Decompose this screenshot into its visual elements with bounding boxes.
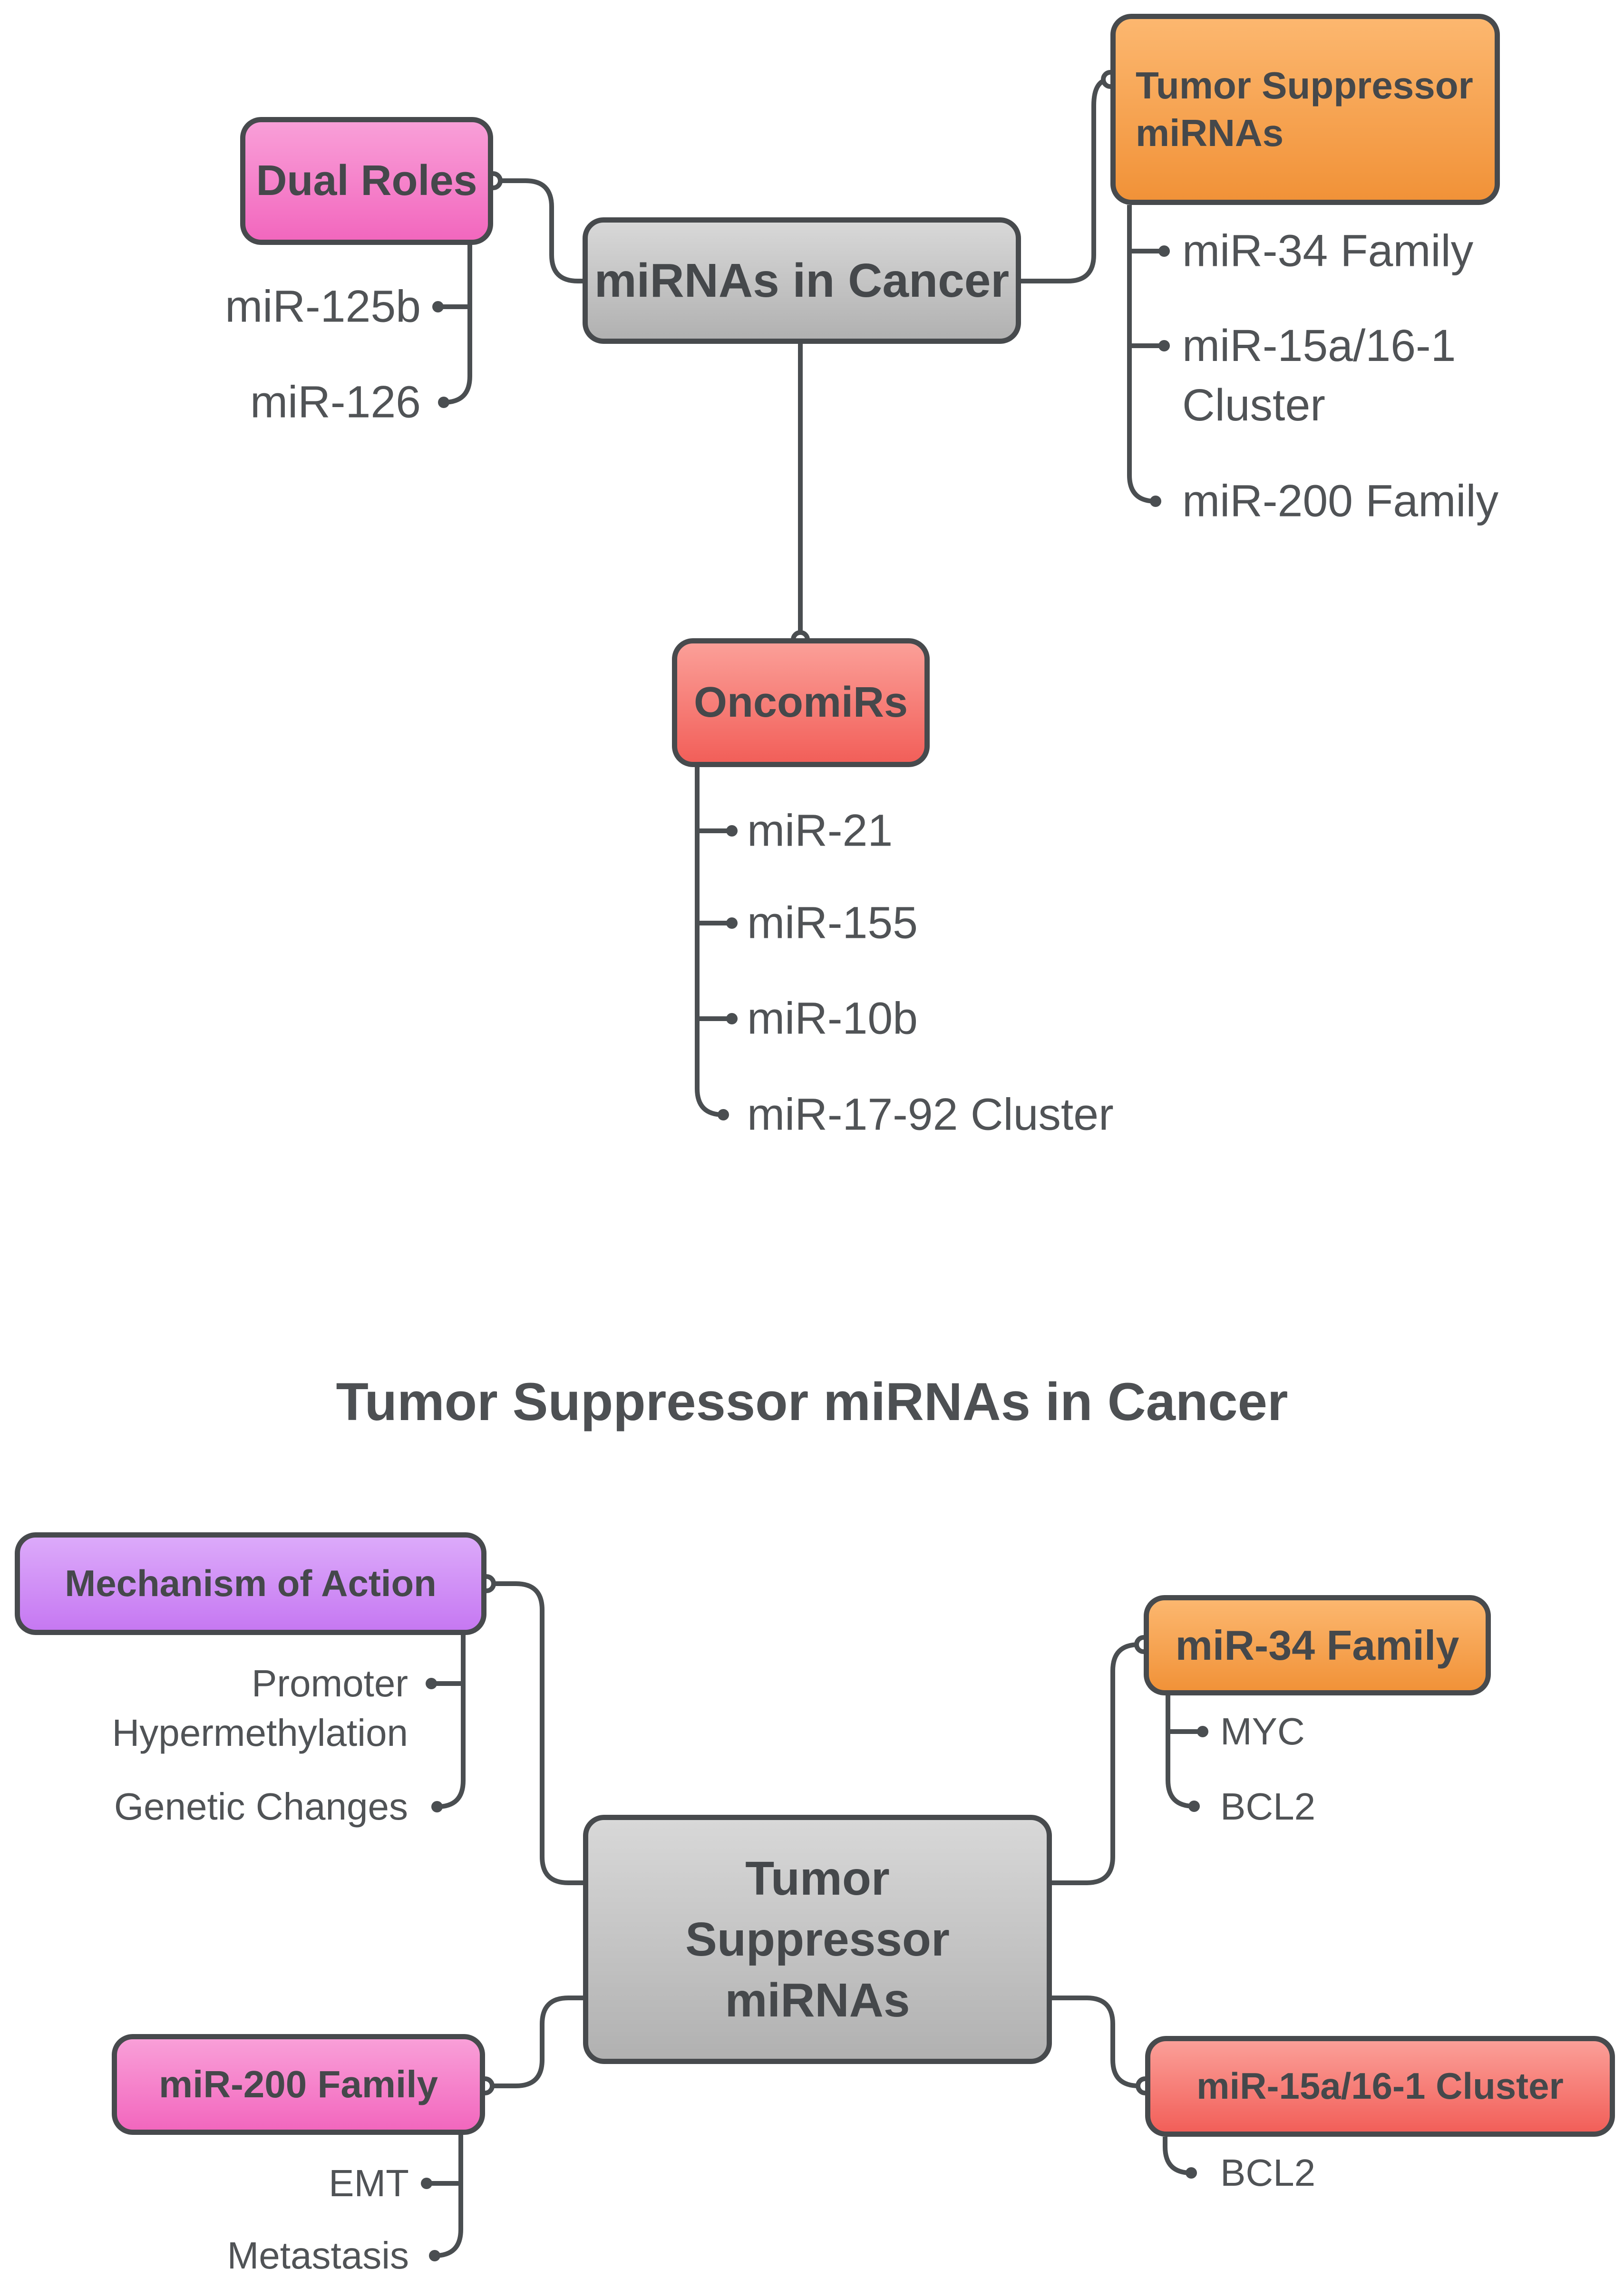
edge-mir200-center2 — [485, 1996, 583, 2088]
child-mir-155: miR-155 — [747, 897, 918, 948]
child-mir-125b: miR-125b — [225, 281, 421, 332]
spine-ts-children — [1127, 205, 1156, 504]
node-mir-34-family-label: miR-34 Family — [1175, 1621, 1459, 1669]
dot-promoter — [426, 1678, 437, 1689]
edge-mechanism-center2 — [486, 1581, 583, 1885]
node-mir-15a-16-1-cluster-label: miR-15a/16-1 Cluster — [1196, 2065, 1564, 2107]
child-mir-17-92-cluster: miR-17-92 Cluster — [747, 1089, 1114, 1140]
node-oncomirs: OncomiRs — [672, 638, 930, 767]
child-emt: EMT — [329, 2162, 409, 2204]
dot-mir34family — [1158, 245, 1170, 257]
spine-mir34-children — [1166, 1695, 1195, 1809]
node-mir-200-family: miR-200 Family — [112, 2034, 485, 2135]
spine-mir15a-children — [1163, 2137, 1192, 2175]
child-myc: MYC — [1220, 1710, 1305, 1753]
child-mir-15a-16-1-cluster: miR-15a/16-1 Cluster — [1182, 321, 1456, 431]
dot-metastasis — [429, 2250, 440, 2261]
spine-oncomirs-children — [695, 767, 724, 1117]
child-bcl2-mir34: BCL2 — [1220, 1785, 1316, 1828]
spine-mechanism-children — [437, 1635, 466, 1809]
node-mir-15a-16-1-cluster: miR-15a/16-1 Cluster — [1145, 2036, 1615, 2137]
dot-bcl2-mir34 — [1188, 1801, 1200, 1812]
dot-mir126 — [438, 397, 449, 408]
node-mir-34-family: miR-34 Family — [1144, 1595, 1491, 1695]
dot-mir21 — [726, 825, 738, 837]
dot-emt — [421, 2178, 432, 2189]
child-bcl2-mir15a: BCL2 — [1220, 2152, 1316, 2194]
node-oncomirs-label: OncomiRs — [693, 679, 908, 727]
spine-mir200-children — [434, 2135, 463, 2258]
dot-mir10b — [726, 1013, 738, 1024]
node-mir-200-family-label: miR-200 Family — [159, 2063, 438, 2105]
edge-center2-mir15a — [1052, 1996, 1145, 2088]
dot-mir125b — [432, 301, 444, 312]
dot-mir155 — [726, 917, 738, 929]
edge-dualroles-center — [493, 178, 583, 283]
node-dual-roles-label: Dual Roles — [256, 157, 477, 205]
node-tumor-suppressor-mirnas: Tumor Suppressor miRNAs — [1110, 14, 1500, 205]
child-mir-200-family: miR-200 Family — [1182, 476, 1499, 526]
dot-bcl2-mir15a — [1186, 2167, 1197, 2179]
child-metastasis: Metastasis — [227, 2234, 409, 2277]
node-tumor-suppressor-mirnas-central-label: Tumor Suppressor miRNAs — [685, 1852, 950, 2027]
node-tumor-suppressor-mirnas-label: Tumor Suppressor miRNAs — [1136, 64, 1473, 154]
node-dual-roles: Dual Roles — [240, 117, 493, 245]
child-mir-10b: miR-10b — [747, 993, 918, 1044]
child-mir-21: miR-21 — [747, 805, 893, 856]
spine-dualroles-children — [443, 245, 472, 405]
dot-genetic — [431, 1801, 443, 1812]
node-mirnas-in-cancer: miRNAs in Cancer — [583, 217, 1021, 344]
child-mir-34-family: miR-34 Family — [1182, 225, 1474, 276]
dot-myc — [1197, 1726, 1208, 1737]
node-mirnas-in-cancer-label: miRNAs in Cancer — [594, 253, 1010, 307]
node-mechanism-of-action: Mechanism of Action — [15, 1532, 486, 1635]
child-promoter-hypermethylation: Promoter Hypermethylation — [112, 1662, 408, 1754]
node-mechanism-of-action-label: Mechanism of Action — [65, 1562, 437, 1605]
dot-mir15a — [1158, 340, 1170, 351]
node-tumor-suppressor-mirnas-central: Tumor Suppressor miRNAs — [583, 1815, 1052, 2064]
edge-center-tumorsuppressor — [1021, 77, 1111, 283]
child-genetic-changes: Genetic Changes — [114, 1785, 408, 1828]
edge-center2-mir34 — [1052, 1642, 1144, 1885]
section2-title: Tumor Suppressor miRNAs in Cancer — [336, 1372, 1288, 1431]
dot-mir200family — [1150, 496, 1161, 507]
dot-mir1792 — [718, 1109, 729, 1120]
child-mir-126: miR-126 — [250, 377, 421, 428]
